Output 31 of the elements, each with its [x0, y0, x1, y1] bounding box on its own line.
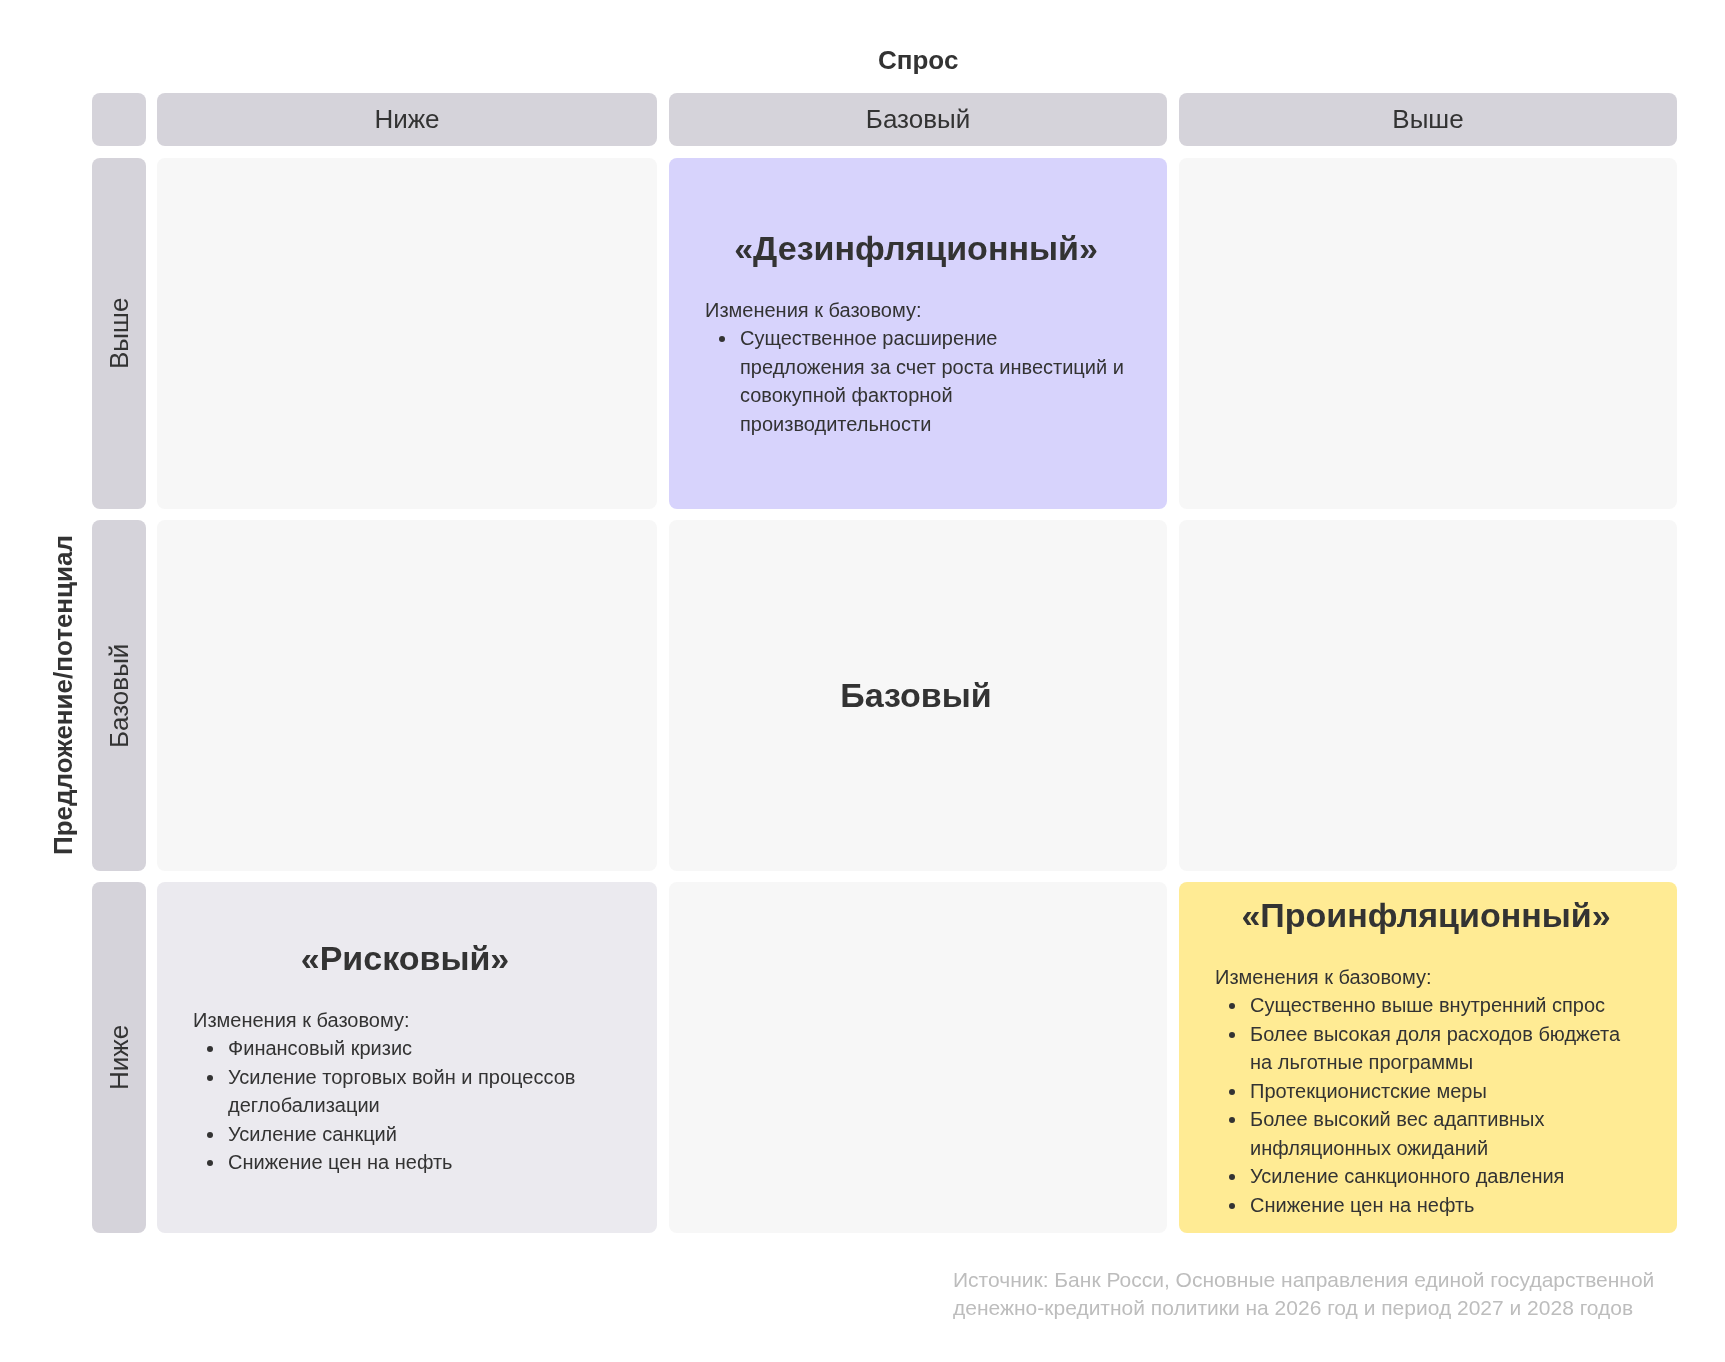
- scenario-title: Базовый: [840, 676, 992, 715]
- bullet-text: Усиление санкционного давления: [1250, 1164, 1566, 1190]
- column-header: Выше: [1179, 93, 1677, 146]
- bullet-text: Финансовый кризис: [228, 1036, 414, 1061]
- bullet-text: Снижение цен на нефть: [228, 1150, 454, 1175]
- bullet-text: Протекционистские меры: [1250, 1078, 1488, 1104]
- intro-text: Изменения к базовому:: [705, 297, 922, 323]
- scenario-card: [1179, 882, 1677, 1233]
- scenario-card: [669, 158, 1167, 509]
- row-header: Ниже: [92, 882, 146, 1233]
- bullet-text: Более высокая доля расходов бюджета на льготные программы: [1250, 1021, 1621, 1076]
- bullet-text: Более высокий вес адаптивных инфляционных ожиданий: [1250, 1107, 1546, 1161]
- row-header: Базовый: [92, 520, 146, 871]
- scenario-title: «Дезинфляционный»: [734, 228, 1098, 268]
- bullet-text: Усиление санкций: [228, 1121, 398, 1147]
- source-note: Источник: Банк Росси, Основные направления единой государственной денежно-кредитной политики на 2026 год и период 2027 и 2028 годов: [953, 1267, 1656, 1321]
- column-header: Ниже: [157, 93, 657, 146]
- axis-title: Спрос: [878, 44, 959, 76]
- bullet-text: Существенно выше внутренний спрос: [1250, 993, 1607, 1019]
- corner-tile: [92, 93, 146, 146]
- column-header: Базовый: [669, 93, 1167, 146]
- row-header: Выше: [92, 158, 146, 509]
- intro-text: Изменения к базовому:: [193, 1007, 410, 1033]
- scenario-card: [157, 882, 657, 1233]
- scenario-title: «Проинфляционный»: [1241, 895, 1611, 935]
- bullet-text: Снижение цен на нефть: [1250, 1192, 1476, 1218]
- bullet-text: Существенное расширение предложения за счет роста инвестиций и совокупной факторной производительности: [740, 326, 1125, 437]
- scenario-title: «Рисковый»: [300, 938, 510, 978]
- bullet-text: Усиление торговых войн и процессов деглобализации: [228, 1064, 577, 1118]
- axis-title: Предложение/потенциал: [47, 535, 79, 855]
- intro-text: Изменения к базовому:: [1215, 964, 1432, 990]
